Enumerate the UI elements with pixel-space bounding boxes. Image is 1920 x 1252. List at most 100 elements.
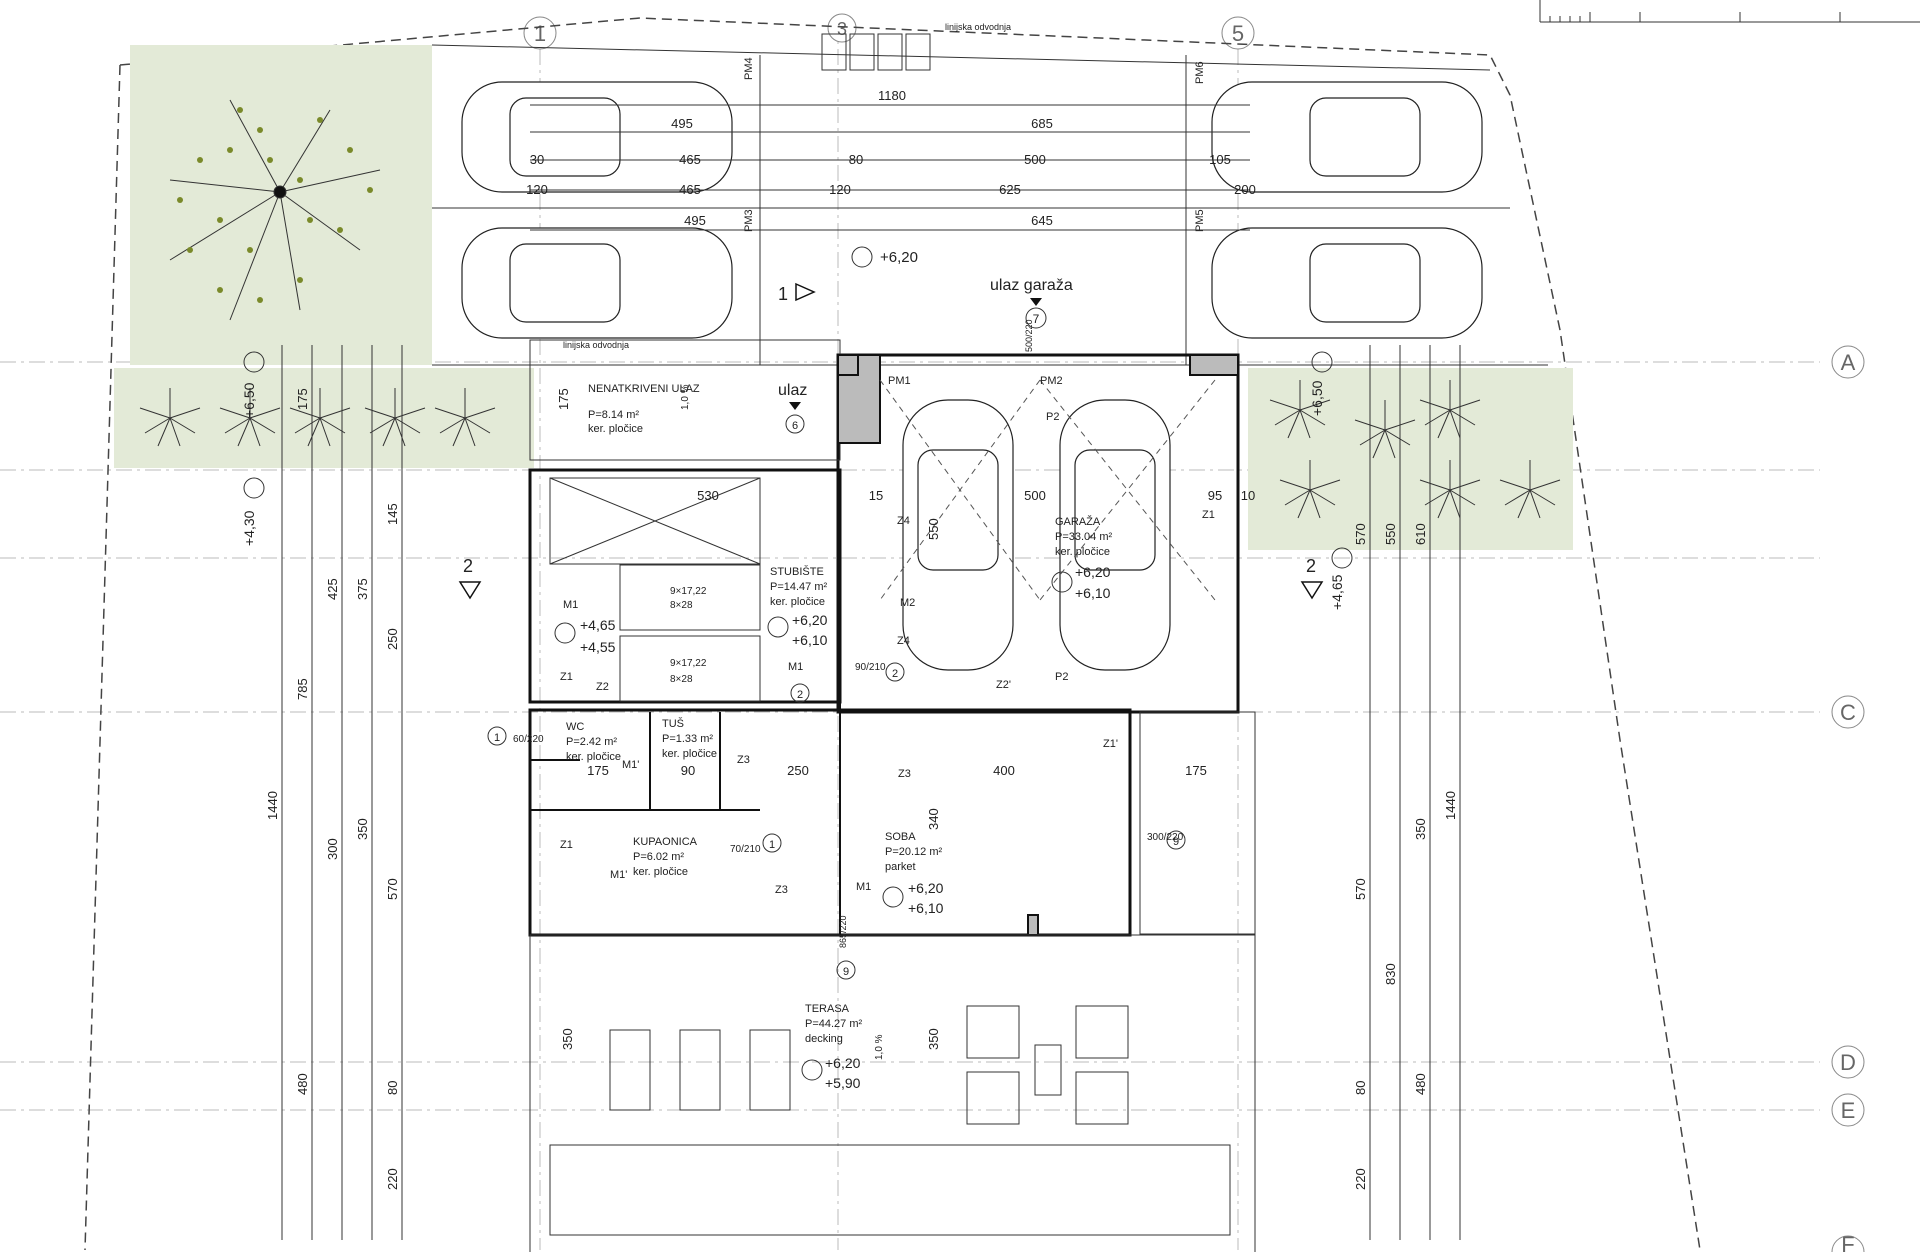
meter-boxes — [821, 33, 931, 71]
door-mark-1-wc: 1 — [487, 726, 507, 746]
dim-garage-r2: 10 — [1241, 488, 1255, 503]
svg-text:+6,20: +6,20 — [792, 612, 828, 628]
parking-lines — [431, 44, 1548, 366]
dim-right-220: 220 — [1353, 1168, 1368, 1190]
dim-left-480: 480 — [295, 1073, 310, 1095]
svg-text:2: 2 — [797, 689, 803, 701]
dim-room-340: 340 — [926, 808, 941, 830]
door-60-220: 60/220 — [513, 734, 544, 745]
dim-top-l: 200 — [1234, 182, 1256, 197]
tag-z2-stairs: Z2 — [596, 681, 609, 693]
svg-text:GARAŽA: GARAŽA — [1055, 515, 1101, 528]
room-nenatkriveni: NENATKRIVENI ULAZ P=8.14 m² ker. pločice — [588, 383, 700, 435]
svg-text:NENATKRIVENI ULAZ: NENATKRIVENI ULAZ — [588, 383, 700, 395]
svg-text:1: 1 — [769, 839, 775, 851]
dim-top-j: 120 — [526, 182, 548, 197]
svg-text:WC: WC — [566, 721, 584, 733]
door-mark-9-room: 9 — [1166, 830, 1186, 850]
dim-right-570: 570 — [1353, 523, 1368, 545]
room-wc: WC P=2.42 m² ker. pločice — [566, 721, 621, 763]
svg-text:D: D — [1840, 1050, 1856, 1075]
svg-text:P=44.27 m²: P=44.27 m² — [805, 1018, 863, 1030]
dim-left-785: 785 — [295, 678, 310, 700]
garage-car-pm2 — [1059, 399, 1171, 671]
dim-garage-550: 550 — [926, 518, 941, 540]
slope-note-2: 1,0 % — [874, 1034, 885, 1060]
svg-text:TUŠ: TUŠ — [662, 717, 684, 730]
dim-stair-w: 530 — [697, 488, 719, 503]
terrace-furniture — [609, 1005, 1129, 1125]
svg-text:ker. pločice: ker. pločice — [770, 596, 825, 608]
svg-text:+4,65: +4,65 — [1329, 574, 1345, 610]
dim-left-300: 300 — [325, 838, 340, 860]
top-dimension-lines — [530, 104, 1250, 231]
dim-top-k: 120 — [829, 182, 851, 197]
tag-z1p: Z1' — [1103, 738, 1118, 750]
garage-entry-arrow — [1030, 298, 1042, 306]
stair-flight1-a: 9×17,22 — [670, 586, 707, 597]
garage-diagonals — [879, 379, 1216, 601]
dim-right-80: 80 — [1353, 1081, 1368, 1095]
interior-walls — [530, 702, 841, 935]
door-mark-7: 7 — [1025, 307, 1047, 329]
svg-text:6: 6 — [792, 420, 798, 432]
dim-top-i: 625 — [999, 182, 1021, 197]
garage-car-pm1 — [902, 399, 1014, 671]
svg-text:P=8.14 m²: P=8.14 m² — [588, 409, 639, 421]
dim-right-550: 550 — [1383, 523, 1398, 545]
door-500-220: 500/220 — [1024, 319, 1034, 352]
room-tus: TUŠ P=1.33 m² ker. pločice — [662, 717, 717, 760]
svg-text:5: 5 — [1232, 21, 1244, 46]
svg-text:KUPAONICA: KUPAONICA — [633, 836, 698, 848]
svg-text:P=2.42 m²: P=2.42 m² — [566, 736, 617, 748]
svg-text:C: C — [1840, 700, 1856, 725]
car-pm4 — [461, 81, 733, 193]
dim-right-480: 480 — [1413, 1073, 1428, 1095]
svg-text:+4,65: +4,65 — [580, 617, 616, 633]
svg-text:+4,30: +4,30 — [241, 510, 257, 546]
level-stair-landing: +6,20 +6,10 — [767, 612, 828, 648]
tag-z1-garage: Z1 — [1202, 509, 1215, 521]
pm5-label: PM5 — [1194, 209, 1206, 232]
dim-bath-w: 175 — [587, 763, 609, 778]
svg-text:ker. pločice: ker. pločice — [1055, 546, 1110, 558]
level-garage: +6,20 +6,10 — [1051, 564, 1111, 601]
tag-z4-top: Z4 — [897, 515, 910, 527]
axis-bubble-5: 5 — [1221, 16, 1255, 50]
plants-left — [139, 388, 496, 447]
svg-text:9: 9 — [1173, 836, 1179, 848]
tag-m1p-wc: M1' — [622, 759, 639, 771]
svg-text:ker. pločice: ker. pločice — [662, 748, 717, 760]
garden-tree-area — [130, 45, 432, 365]
door-90-210: 90/210 — [855, 662, 886, 673]
axis-bubble-c: C — [1831, 695, 1865, 729]
dim-left-350: 350 — [355, 818, 370, 840]
level-right-low: +4,65 — [1329, 547, 1353, 610]
svg-text:+6,10: +6,10 — [1075, 585, 1111, 601]
entry-arrow — [789, 402, 801, 410]
dim-garage-w: 500 — [1024, 488, 1046, 503]
tag-m1p-bath: M1' — [610, 869, 627, 881]
tag-p2-bottom: P2 — [1055, 671, 1068, 683]
svg-text:9: 9 — [843, 966, 849, 978]
dim-top-c: 465 — [679, 152, 701, 167]
svg-text:+6,50: +6,50 — [241, 382, 257, 418]
svg-text:E: E — [1841, 1098, 1856, 1123]
dim-left-425: 425 — [325, 578, 340, 600]
svg-text:+6,50: +6,50 — [1309, 380, 1325, 416]
door-mark-2-a: 2 — [885, 662, 905, 682]
garage-entry-label: ulaz garaža — [990, 277, 1073, 294]
tree-dots — [177, 107, 373, 303]
dim-ent-175: 175 — [556, 388, 571, 410]
dim-wall15: 15 — [869, 488, 883, 503]
level-stairs: +4,65 +4,55 — [554, 617, 616, 655]
dim-top-d: 80 — [849, 152, 863, 167]
dim-room-w: 400 — [993, 763, 1015, 778]
tag-m1-hall: M1 — [788, 661, 803, 673]
svg-text:P=1.33 m²: P=1.33 m² — [662, 733, 713, 745]
axis-bubble-1: 1 — [523, 16, 557, 50]
dim-top-n: 645 — [1031, 213, 1053, 228]
dim-top-e: 500 — [1024, 152, 1046, 167]
tree-symbol — [169, 99, 381, 321]
door-mark-2-b: 2 — [790, 683, 810, 703]
